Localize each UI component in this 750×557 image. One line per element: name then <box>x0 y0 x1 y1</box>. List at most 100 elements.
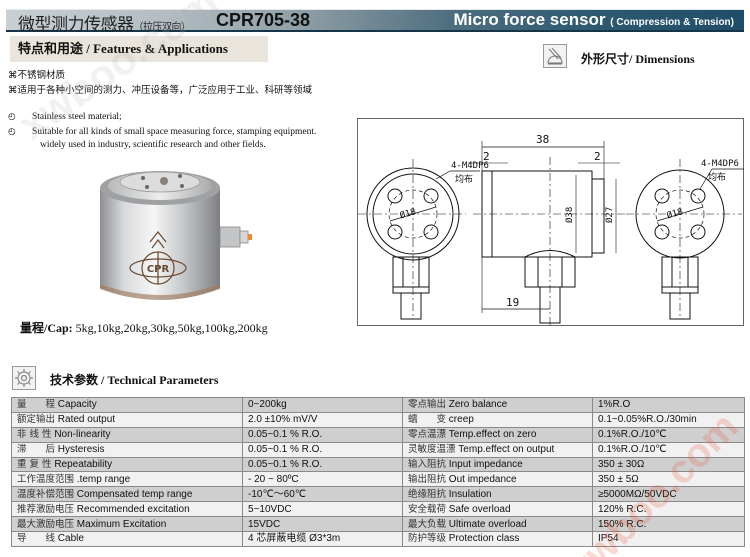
feature-en-text: Suitable for all kinds of small space me… <box>32 127 317 137</box>
param-label-en: Rated output <box>57 414 116 426</box>
param-value-right: 350 ± 30Ω <box>592 456 745 473</box>
param-label-right: 灵敏度温漂 Temp.effect on output <box>402 441 593 458</box>
param-label-left: 推荐激励电压 Recommended excitation <box>11 501 243 518</box>
title-en-text: Micro force sensor <box>453 10 606 29</box>
param-label-cn: 导 线 <box>17 533 56 545</box>
param-label-left: 滞 后 Hysteresis <box>11 441 243 458</box>
param-label-right: 零点输出 Zero balance <box>402 397 593 413</box>
param-label-en: Protection class <box>448 533 520 545</box>
param-value-right: 0.1%R.O./10℃ <box>592 426 745 443</box>
param-label-right: 安全载荷 Safe overload <box>402 501 593 518</box>
param-label-cn: 滞 后 <box>17 444 56 456</box>
param-label-cn: 推荐激励电压 <box>17 503 75 515</box>
title-banner: 微型测力传感器（拉压双向） CPR705-38 Micro force sens… <box>6 9 744 35</box>
capacity-label: 量程/Cap: <box>20 321 73 335</box>
param-label-cn: 最大负载 <box>408 518 447 530</box>
param-label-left: 量 程 Capacity <box>11 397 243 413</box>
param-label-left: 工作温度范围 .temp range <box>11 471 243 488</box>
title-en-subtitle: ( Compression & Tension) <box>610 17 734 28</box>
end-view-left: Ø18 4-M4DP6 均布 <box>358 159 489 320</box>
param-label-cn: 绝缘阻抗 <box>408 488 447 500</box>
param-label-right: 零点温漂 Temp.effect on zero <box>402 426 593 443</box>
flange-right-label: 2 <box>594 150 601 163</box>
technical-title: 技术参数 / Technical Parameters <box>50 373 219 387</box>
param-value-left: 15VDC <box>242 516 403 533</box>
title-cn-text: 微型测力传感器 <box>18 15 134 35</box>
param-value-left: 0.05~0.1 % R.O. <box>242 441 403 458</box>
param-label-right: 输入阻抗 Input impedance <box>402 456 593 473</box>
param-value-left: 0~200kg <box>242 397 403 413</box>
param-label-en: creep <box>448 414 474 426</box>
feature-en-text: Stainless steel material; <box>32 112 122 122</box>
param-label-en: Insulation <box>448 488 492 500</box>
param-label-left: 最大激励电压 Maximum Excitation <box>11 516 243 533</box>
feature-en-item: ◴ Suitable for all kinds of small space m… <box>8 126 316 137</box>
param-value-left: 0.05~0.1 % R.O. <box>242 426 403 443</box>
param-value-left: 4 芯屏蔽电缆 Ø3*3m <box>242 531 403 547</box>
title-en: Micro force sensor ( Compression & Tensi… <box>453 10 734 30</box>
param-label-cn: 温度补偿范围 <box>17 488 75 500</box>
param-value-right: 0.1%R.O./10℃ <box>592 441 745 458</box>
end-view-right: Ø18 4-M4DP6 均布 <box>626 159 744 320</box>
title-cn: 微型测力传感器（拉压双向） <box>18 10 191 35</box>
feature-cn-item: ⌘不锈钢材质 <box>8 70 66 81</box>
features-heading: 特点和用途 / Features & Applications <box>10 36 268 62</box>
param-label-cn: 工作温度范围 <box>17 473 75 485</box>
dimensions-title: 外形尺寸/ Dimensions <box>581 52 695 66</box>
caliper-icon <box>543 44 567 68</box>
param-label-en: Cable <box>57 533 84 545</box>
param-label-cn: 输出阻抗 <box>408 473 447 485</box>
param-label-en: Temp.effect on output <box>458 444 555 456</box>
param-label-right: 防护等级 Protection class <box>402 531 593 547</box>
param-label-cn: 重 复 性 <box>17 459 52 470</box>
body-diameter-label: Ø38 <box>564 207 575 223</box>
param-value-right: 0.1~0.05%R.O./30min <box>592 411 745 428</box>
param-value-left: 5~10VDC <box>242 501 403 518</box>
param-label-cn: 零点输出 <box>408 399 447 411</box>
param-value-right: 350 ± 5Ω <box>592 471 745 488</box>
param-label-left: 导 线 Cable <box>11 531 243 547</box>
thread-note-label: 均布 <box>455 173 473 185</box>
param-value-left: - 20 ~ 80ºC <box>242 471 403 488</box>
thread-note-label: 均布 <box>708 171 726 183</box>
title-cn-subtitle: （拉压双向） <box>133 22 192 33</box>
param-label-en: Hysteresis <box>57 444 105 456</box>
param-label-en: Temp.effect on zero <box>448 429 537 441</box>
thread-spec-label: 4-M4DP6 <box>701 159 739 169</box>
param-label-en: Non-linearity <box>54 429 111 441</box>
param-label-en: Zero balance <box>448 399 508 411</box>
clock-bullet-icon: ◴ <box>8 111 16 121</box>
capacity-line: 量程/Cap: 5kg,10kg,20kg,30kg,50kg,100kg,20… <box>20 319 268 336</box>
side-view: 38 2 2 Ø38 Ø27 19 <box>468 133 626 326</box>
bolt-circle-label: Ø18 <box>666 206 685 221</box>
param-label-cn: 零点温漂 <box>408 429 447 441</box>
capacity-value: 5kg,10kg,20kg,30kg,50kg,100kg,200kg <box>75 321 268 335</box>
param-value-right: IP54 <box>592 531 745 547</box>
dimensions-heading: 外形尺寸/ Dimensions <box>543 44 695 70</box>
param-label-en: Repeatability <box>54 459 113 470</box>
thread-spec-label: 4-M4DP6 <box>451 161 489 171</box>
clock-bullet-icon: ◴ <box>8 126 16 136</box>
length-label: 38 <box>536 133 549 146</box>
param-value-left: 2.0 ±10% mV/V <box>242 411 403 428</box>
param-label-cn: 灵敏度温漂 <box>408 444 456 456</box>
param-value-right: 150% R.C. <box>592 516 745 533</box>
flange-left-label: 2 <box>483 150 490 163</box>
cable-offset-label: 19 <box>506 296 519 309</box>
param-label-en: Recommended excitation <box>76 503 190 515</box>
param-label-left: 温度补偿范围 Compensated temp range <box>11 486 243 503</box>
param-label-right: 最大负载 Ultimate overload <box>402 516 593 533</box>
param-label-cn: 安全载荷 <box>408 503 447 515</box>
gear-icon <box>12 366 36 390</box>
param-label-en: .temp range <box>76 473 131 485</box>
param-value-right: 1%R.O <box>592 397 745 413</box>
param-label-right: 绝缘阻抗 Insulation <box>402 486 593 503</box>
param-value-right: ≥5000MΩ/50VDC <box>592 486 745 503</box>
param-label-cn: 蠕 变 <box>408 414 447 426</box>
